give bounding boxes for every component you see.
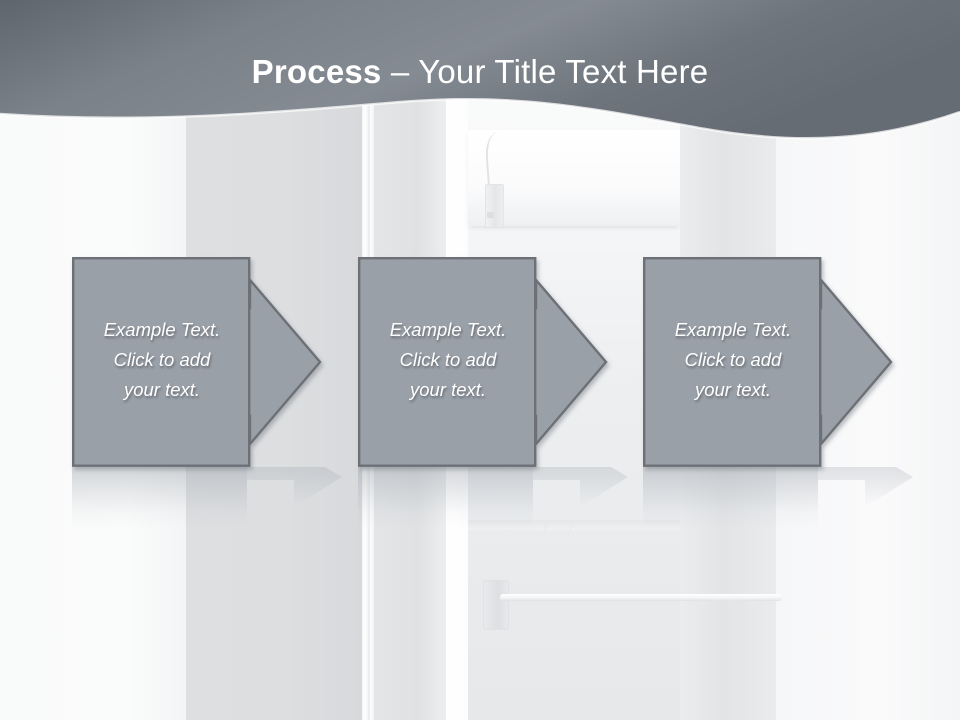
step-line-3: your text.: [694, 379, 772, 400]
background-shelf-bracket: [483, 580, 509, 630]
arrow-reflection: [533, 467, 637, 507]
step-reflection: [358, 467, 533, 529]
step-line-1: Example Text.: [389, 319, 507, 340]
step-reflection: [72, 467, 247, 529]
title-separator: –: [381, 53, 419, 90]
title-rest-part: Your Title Text Here: [418, 53, 709, 90]
background-clip-detail: [487, 212, 494, 218]
step-line-1: Example Text.: [103, 319, 221, 340]
arrow-reflection: [247, 467, 351, 507]
step-line-2: Click to add: [113, 349, 211, 370]
step-line-3: your text.: [409, 379, 487, 400]
step-line-3: your text.: [123, 379, 201, 400]
step-text-3: Example Text. Click to add your text.: [647, 315, 819, 405]
step-text-2: Example Text. Click to add your text.: [362, 315, 534, 405]
process-step-1[interactable]: Example Text. Click to add your text.: [72, 257, 350, 467]
title-bold-part: Process: [251, 53, 382, 90]
background-lower-divider: [468, 520, 680, 530]
step-shape-3[interactable]: [643, 257, 921, 469]
step-text-1: Example Text. Click to add your text.: [76, 315, 248, 405]
step-shape-1[interactable]: [72, 257, 350, 469]
step-line-2: Click to add: [399, 349, 497, 370]
page-title: Process – Your Title Text Here: [0, 52, 960, 92]
process-step-3[interactable]: Example Text. Click to add your text.: [643, 257, 921, 467]
step-reflection: [643, 467, 818, 529]
process-step-2[interactable]: Example Text. Click to add your text.: [358, 257, 636, 467]
background-shelf-rail: [500, 594, 782, 601]
arrow-reflection: [818, 467, 922, 507]
step-line-2: Click to add: [684, 349, 782, 370]
step-shape-2[interactable]: [358, 257, 636, 469]
step-line-1: Example Text.: [674, 319, 792, 340]
